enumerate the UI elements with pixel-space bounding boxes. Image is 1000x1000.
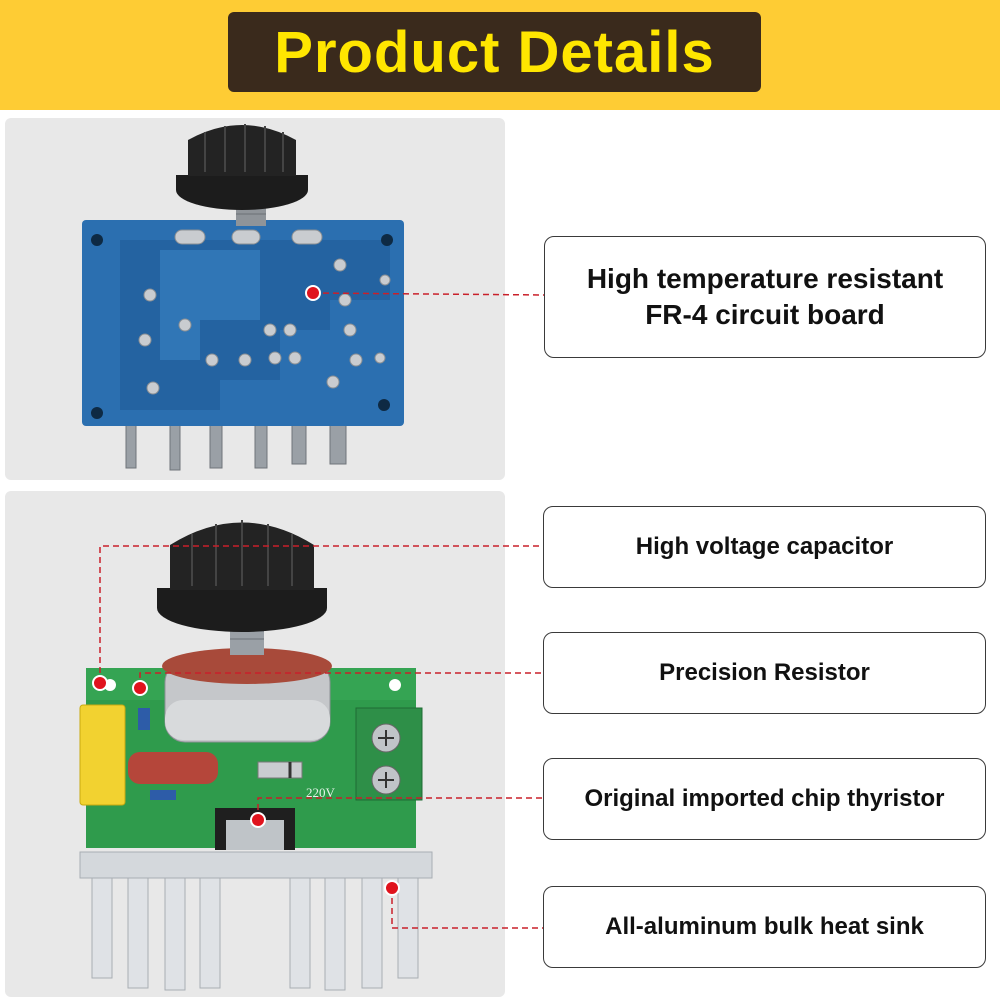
callout-thyristor: Original imported chip thyristor bbox=[543, 758, 986, 840]
callout-circuit-board-line2: FR-4 circuit board bbox=[645, 299, 885, 330]
callout-resistor: Precision Resistor bbox=[543, 632, 986, 714]
callout-thyristor-label: Original imported chip thyristor bbox=[584, 785, 945, 812]
callout-capacitor: High voltage capacitor bbox=[543, 506, 986, 588]
blue-pcb bbox=[82, 124, 404, 471]
callout-circuit-board-line1: High temperature resistant bbox=[586, 263, 944, 294]
page-title: Product Details bbox=[274, 19, 715, 85]
heat-sink bbox=[79, 851, 433, 991]
green-pcb-assembly: 220V bbox=[79, 520, 433, 991]
header-banner: Product Details bbox=[0, 0, 1000, 110]
callout-heatsink-label: All-aluminum bulk heat sink bbox=[605, 913, 924, 940]
board-voltage-label: 220V bbox=[306, 785, 336, 800]
marker-dots bbox=[92, 285, 400, 896]
callout-capacitor-label: High voltage capacitor bbox=[635, 533, 894, 560]
callout-resistor-label: Precision Resistor bbox=[659, 659, 870, 686]
callout-heatsink: All-aluminum bulk heat sink bbox=[543, 886, 986, 968]
title-box: Product Details bbox=[228, 12, 761, 92]
callout-circuit-board: High temperature resistant FR-4 circuit … bbox=[544, 236, 986, 358]
